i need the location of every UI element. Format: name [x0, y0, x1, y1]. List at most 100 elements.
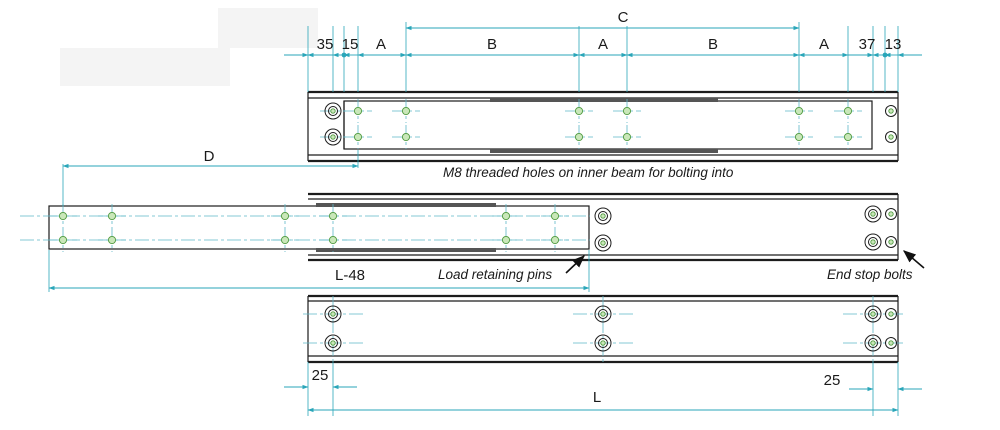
mounting-hole-center: [330, 108, 336, 114]
dim-35-label: 35: [317, 36, 334, 53]
dim-25-right-label: 25: [824, 372, 841, 389]
mounting-hole: [864, 305, 882, 323]
threaded-hole: [328, 235, 338, 245]
mounting-hole-inner: [868, 309, 878, 319]
mounting-hole-inner: [598, 309, 608, 319]
dim-25-left-label: 25: [312, 367, 329, 384]
threaded-hole: [574, 106, 584, 116]
dim-15-label: 15: [342, 36, 359, 53]
mounting-hole: [594, 305, 612, 323]
threaded-hole: [58, 211, 68, 221]
mounting-hole-inner: [598, 238, 608, 248]
mounting-hole-center: [330, 134, 336, 140]
threaded-hole: [550, 211, 560, 221]
load-retaining-pins-note: Load retaining pins: [438, 267, 552, 282]
end-stop-bolt: [885, 236, 897, 248]
dim-a-label: A: [819, 36, 829, 53]
mounting-hole-center: [870, 311, 876, 317]
mounting-hole: [324, 128, 342, 146]
threaded-hole: [58, 235, 68, 245]
mounting-hole-center: [870, 239, 876, 245]
threaded-hole: [550, 235, 560, 245]
end-stop-bolt-center: [888, 311, 894, 317]
mounting-hole: [594, 334, 612, 352]
threaded-hole: [574, 132, 584, 142]
background-patch: [60, 48, 230, 86]
mounting-hole-inner: [868, 209, 878, 219]
mounting-hole-inner: [328, 106, 338, 116]
mounting-hole-center: [330, 340, 336, 346]
mounting-hole: [864, 334, 882, 352]
threaded-hole: [401, 106, 411, 116]
threaded-hole: [501, 235, 511, 245]
threaded-hole: [353, 106, 363, 116]
holes: [58, 102, 897, 352]
end-stop-bolt-center: [888, 239, 894, 245]
end-stop-bolt: [885, 337, 897, 349]
mounting-hole: [864, 205, 882, 223]
dimension-lines: [48, 22, 922, 416]
pins-leader-arrow: [565, 255, 585, 274]
end-stop-bolt-center: [888, 108, 894, 114]
threaded-hole: [794, 106, 804, 116]
end-stop-bolt: [885, 105, 897, 117]
mounting-hole-inner: [598, 211, 608, 221]
mounting-hole-inner: [328, 338, 338, 348]
mounting-hole-center: [870, 211, 876, 217]
dim-a-label: A: [376, 36, 386, 53]
dim-b-label: B: [487, 36, 497, 53]
end-stop-bolt: [885, 131, 897, 143]
bearing-cage: [316, 248, 496, 252]
dim-a-label: A: [598, 36, 608, 53]
mounting-hole-inner: [598, 338, 608, 348]
threaded-hole: [401, 132, 411, 142]
end-stop-bolt-center: [888, 211, 894, 217]
mounting-hole: [864, 233, 882, 251]
threaded-hole: [843, 132, 853, 142]
threaded-hole: [280, 235, 290, 245]
mounting-hole-center: [600, 240, 606, 246]
mounting-hole-center: [870, 340, 876, 346]
end-stop-bolt-center: [888, 340, 894, 346]
dim-37-label: 37: [859, 36, 876, 53]
dim-l-label: L: [593, 389, 601, 406]
bearing-cage: [316, 203, 496, 207]
dim-b-label: B: [708, 36, 718, 53]
mounting-hole-inner: [328, 132, 338, 142]
end-stop-leader-arrow: [903, 250, 925, 269]
end-stop-bolt-center: [888, 134, 894, 140]
inner-beam: [48, 205, 590, 250]
threaded-hole: [280, 211, 290, 221]
threaded-hole: [328, 211, 338, 221]
end-stop-bolts-note: End stop bolts: [827, 267, 913, 282]
mounting-hole: [324, 334, 342, 352]
bearing-cage: [490, 98, 718, 102]
mounting-hole-inner: [868, 237, 878, 247]
mounting-hole-center: [330, 311, 336, 317]
mounting-hole-inner: [328, 309, 338, 319]
mounting-hole: [324, 102, 342, 120]
threaded-hole: [622, 132, 632, 142]
m8-holes-note: M8 threaded holes on inner beam for bolt…: [443, 165, 734, 180]
threaded-hole: [622, 106, 632, 116]
mounting-hole-center: [600, 213, 606, 219]
end-stop-bolt: [885, 308, 897, 320]
threaded-hole: [794, 132, 804, 142]
end-stop-bolt: [885, 208, 897, 220]
bearing-cage: [490, 149, 718, 153]
dim-l48-label: L-48: [335, 267, 365, 284]
threaded-hole: [107, 235, 117, 245]
mounting-hole-center: [600, 340, 606, 346]
mounting-hole: [594, 207, 612, 225]
threaded-hole: [501, 211, 511, 221]
dim-c-label: C: [618, 9, 629, 26]
dim-13-label: 13: [885, 36, 902, 53]
middle-slide-view: [48, 192, 899, 262]
mounting-hole-center: [600, 311, 606, 317]
dimension-dot: [341, 52, 347, 58]
dim-d-label: D: [204, 148, 215, 165]
mounting-hole: [594, 234, 612, 252]
background-patch: [218, 8, 318, 48]
mounting-hole: [324, 305, 342, 323]
